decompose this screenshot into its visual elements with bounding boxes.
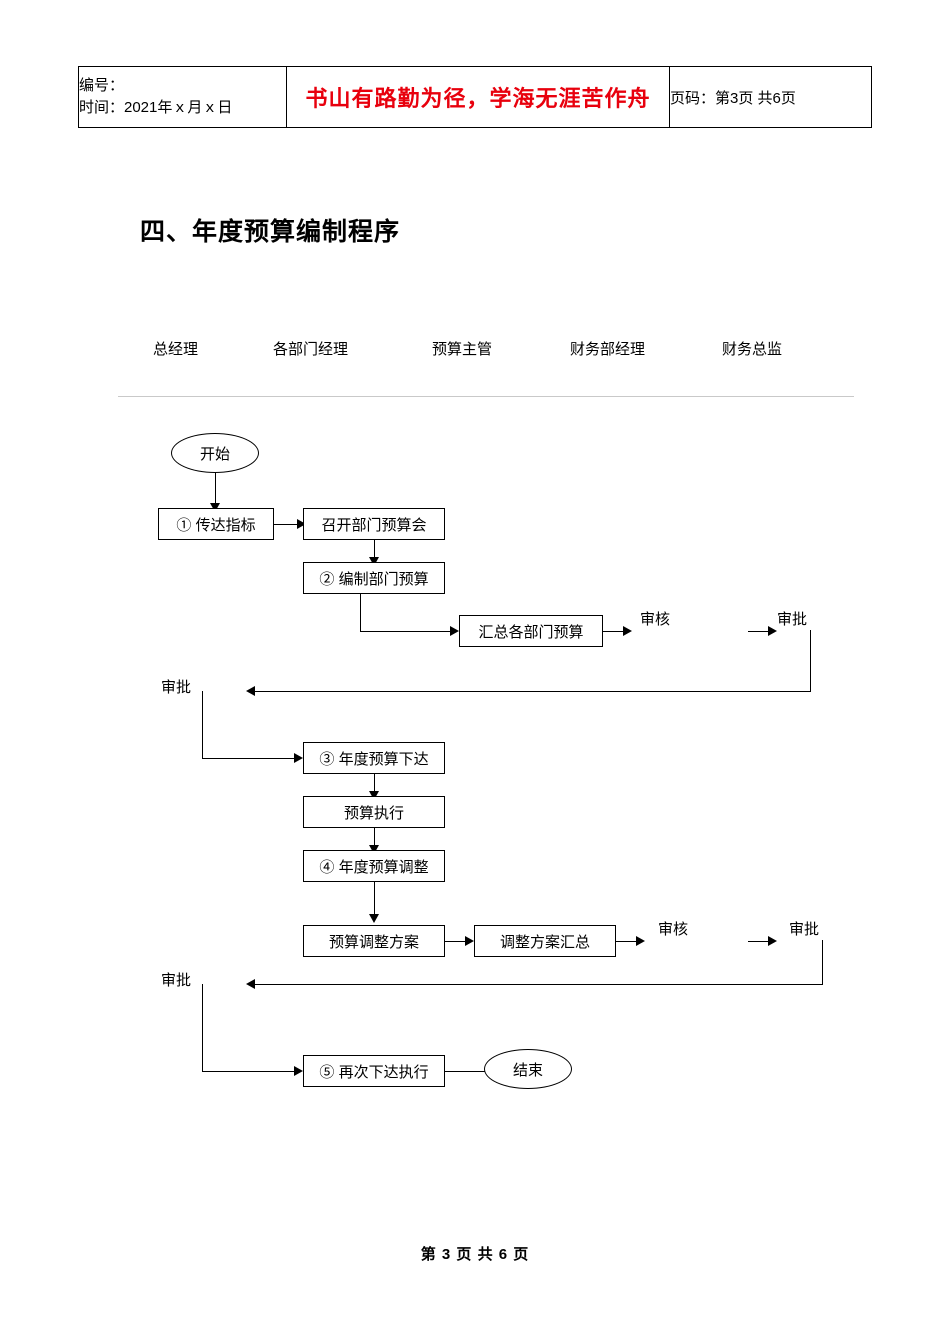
edge-approve-gm2-right	[202, 1071, 298, 1072]
edge-start-to-n1	[215, 473, 216, 506]
edge-approve1-to-approve-gm	[253, 691, 811, 692]
flow-node-issue-annual-budget[interactable]: ③ 年度预算下达	[303, 742, 445, 774]
arrowhead-n2-to-n3	[369, 557, 379, 566]
flow-node-prepare-dept-budget[interactable]: ② 编制部门预算	[303, 562, 445, 594]
edge-n9-to-n10	[374, 828, 375, 849]
flow-label-approve-gm-1: 审批	[161, 679, 192, 696]
edge-n3-to-n4-vertical	[360, 594, 361, 632]
flow-node-start[interactable]: 开始	[171, 433, 259, 473]
arrowhead-approve1-to-approve-gm	[246, 686, 255, 696]
edge-review2-to-approve2	[748, 941, 772, 942]
flow-node-annual-budget-adjust[interactable]: ④ 年度预算调整	[303, 850, 445, 882]
flow-node-reissue-execution[interactable]: ⑤ 再次下达执行	[303, 1055, 445, 1087]
page-footer: 第 3 页 共 6 页	[420, 1246, 530, 1263]
lane-header-department-managers: 各部门经理	[273, 341, 349, 358]
lane-header-divider	[118, 396, 854, 397]
header-cell-page: 页码：第3页 共6页	[669, 66, 872, 128]
edge-n4-to-review1	[603, 631, 627, 632]
arrowhead-approve-gm2-to-n16	[294, 1066, 303, 1076]
edge-approve2-to-approve-gm2	[253, 984, 823, 985]
flow-label-approve-gm-2: 审批	[161, 972, 192, 989]
flow-node-end[interactable]: 结束	[484, 1049, 572, 1089]
lane-header-general-manager: 总经理	[153, 341, 199, 358]
flow-label-approve-2: 审批	[789, 921, 820, 938]
edge-approve1-down	[810, 630, 811, 692]
edge-n8-to-n9	[374, 774, 375, 795]
arrowhead-n3-to-n4	[450, 626, 459, 636]
arrowhead-n4-to-review1	[623, 626, 632, 636]
edge-n16-to-end	[445, 1071, 487, 1072]
header-cell-meta: 编号： 时间：2021年ｘ月ｘ日	[78, 66, 287, 128]
arrowhead-approve2-to-approve-gm2	[246, 979, 255, 989]
header-number-label: 编号：	[79, 77, 125, 95]
arrowhead-n12-to-review2	[636, 936, 645, 946]
flow-node-budget-adjust-plan[interactable]: 预算调整方案	[303, 925, 445, 957]
header-page-info: 页码：第3页 共6页	[670, 89, 796, 107]
edge-n3-to-n4-horizontal	[360, 631, 454, 632]
arrowhead-n8-to-n9	[369, 791, 379, 800]
arrowhead-review2-to-approve2	[768, 936, 777, 946]
lane-header-finance-director: 财务总监	[722, 341, 783, 358]
flow-node-budget-execution[interactable]: 预算执行	[303, 796, 445, 828]
arrowhead-n11-to-n12	[465, 936, 474, 946]
edge-n11-to-n12	[445, 941, 469, 942]
document-header-table: 编号： 时间：2021年ｘ月ｘ日 书山有路勤为径，学海无涯苦作舟 页码：第3页 …	[78, 66, 872, 128]
flow-label-review-2: 审核	[658, 921, 689, 938]
edge-approve2-down	[822, 940, 823, 985]
header-cell-motto: 书山有路勤为径，学海无涯苦作舟	[286, 66, 670, 128]
edge-approve-gm-down	[202, 691, 203, 759]
header-motto-text: 书山有路勤为径，学海无涯苦作舟	[305, 86, 651, 111]
flow-node-adjust-plan-summary[interactable]: 调整方案汇总	[474, 925, 616, 957]
page-title: 四、年度预算编制程序	[140, 218, 401, 246]
arrowhead-start-to-n1	[210, 503, 220, 512]
flow-node-consolidate-budgets[interactable]: 汇总各部门预算	[459, 615, 603, 647]
lane-header-budget-supervisor: 预算主管	[432, 341, 493, 358]
edge-approve-gm2-down	[202, 984, 203, 1071]
arrowhead-n9-to-n10	[369, 845, 379, 854]
header-date-label: 时间：2021年ｘ月ｘ日	[79, 99, 233, 116]
arrowhead-review1-to-approve1	[768, 626, 777, 636]
edge-review1-to-approve1	[748, 631, 772, 632]
edge-approve-gm-right	[202, 758, 298, 759]
flow-label-review-1: 审核	[640, 611, 671, 628]
arrowhead-approve-gm-to-n8	[294, 753, 303, 763]
arrowhead-n1-to-n2	[297, 519, 306, 529]
flow-node-hold-budget-meeting[interactable]: 召开部门预算会	[303, 508, 445, 540]
flow-label-approve-1: 审批	[777, 611, 808, 628]
edge-n10-to-n11	[374, 882, 375, 920]
flow-node-transmit-targets[interactable]: ① 传达指标	[158, 508, 274, 540]
arrowhead-n10-to-n11	[369, 914, 379, 923]
edge-n12-to-review2	[616, 941, 640, 942]
edge-n2-to-n3	[374, 540, 375, 561]
lane-header-finance-manager: 财务部经理	[570, 341, 646, 358]
edge-n1-to-n2	[274, 524, 301, 525]
